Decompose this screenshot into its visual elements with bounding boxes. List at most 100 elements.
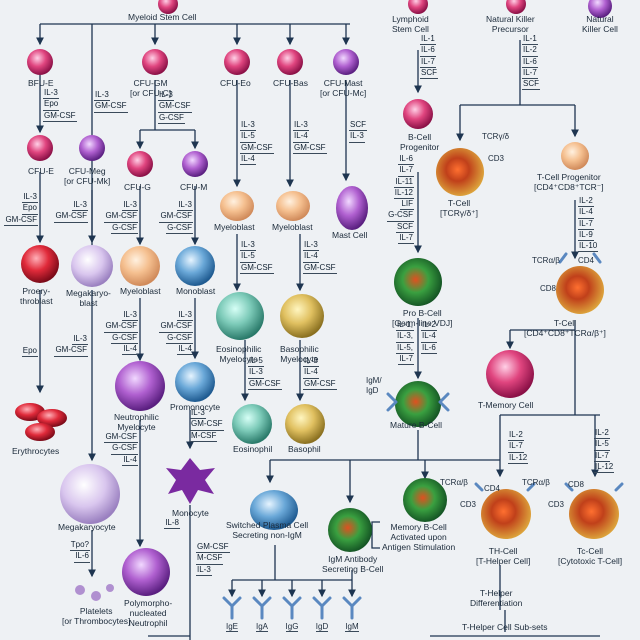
erythrocyte-icon [37,409,67,427]
t-gamma-delta-label: T-Cell[TCRγ/δ⁺] [440,198,479,218]
memory-b-icon [403,478,447,522]
th-tcr-label: TCRα/β [440,478,468,487]
nk-precursor-icon [506,0,526,14]
cd8-label: CD8 [540,284,557,293]
lymphoid-stem-cell-icon [408,0,428,14]
cfu-bas-icon [277,49,303,75]
iga-label: IgA [255,622,268,632]
basophil-icon [285,404,325,444]
factors-proery: Epo [10,346,38,358]
myeloblast-bas-icon [276,191,310,221]
myeloblast-n-label: Myeloblast [120,286,161,296]
t-memory-label: T-Memory Cell [478,400,534,410]
igm-plasma-icon [328,508,372,552]
proerythroblast-label: Proery-throblast [20,286,53,306]
tc-cd3-label: CD3 [548,500,565,509]
megakaryoblast-label: Megakaryo-blast [66,288,111,308]
t-cell-label: T-Cell[CD4⁺CD8⁺TCRα/β⁺] [524,318,606,338]
antibody-icons [222,252,624,620]
tc-cell-label: Tc-Cell[Cytotoxic T-Cell] [558,546,623,566]
platelets-label: Platelets[or Thrombocytes] [62,606,131,626]
igd-receptor-label: IgD [366,386,379,395]
platelet-icon [75,585,85,595]
proerythroblast-icon [21,245,59,283]
tcr-gd-label: TCRγ/δ [482,132,510,141]
monoblast-icon [175,246,215,286]
th-cd4-label: CD4 [484,484,501,493]
th-subsets-label: T-Helper Cell Sub-sets [462,622,548,632]
cfu-eo-label: CFU-Eo [220,78,251,88]
cfu-meg-icon [79,135,105,161]
t-progenitor-label: T-Cell Progenitor[CD4⁺CD8⁺TCR⁻] [534,172,604,192]
cfu-meg-label: CFU-Meg[or CFU-Mk] [64,166,111,186]
monocyte-label: Monocyte [172,508,209,518]
cd3-label: CD3 [488,154,505,163]
th-cell-icon [481,489,531,539]
cfu-g-icon [127,151,153,177]
erythrocytes-label: Erythrocytes [12,446,60,456]
cfu-m-label: CFU-M [180,182,208,192]
igm-label: IgM [345,622,359,632]
mast-cell-label: Mast Cell [332,230,368,240]
eosinophil-icon [232,404,272,444]
t-gamma-delta-icon [436,148,484,196]
myeloid-stem-cell-icon [158,0,178,14]
nk-cell-icon [588,0,612,18]
erythrocyte-icon [25,423,55,441]
myeloblast-n-icon [120,246,160,286]
factors-tpo: Tpo?IL-6 [60,540,90,563]
cell-bodies [15,0,619,601]
myeloblast-bas-label: Myeloblast [272,222,313,232]
pmn-icon [122,548,170,596]
promonocyte-label: Promonocyte [170,402,221,412]
switched-plasma-icon [250,490,298,530]
eos-myelocyte-icon [216,292,264,340]
pro-b-cell-icon [394,258,442,306]
factors-pro-b: IL-1,IL-3,IL-5,IL-7 [380,320,414,366]
ige-label: IgE [225,622,238,632]
igg-label: IgG [285,622,299,632]
tc-tcr-label: TCRα/β [522,478,550,487]
mature-b-label: Mature B-Cell [390,420,442,430]
basophil-label: Basophil [288,444,321,454]
cfu-bas-label: CFU-Bas [273,78,308,88]
igd-label: IgD [315,622,329,632]
promonocyte-icon [175,362,215,402]
tc-cd8-label: CD8 [568,480,585,489]
monoblast-label: Monoblast [176,286,216,296]
cfu-mast-label: CFU-Mast[or CFU-Mc] [320,78,367,98]
bfu-e-label: BFU-E [28,78,54,88]
platelet-icon [91,591,101,601]
cd4-label: CD4 [578,256,595,265]
megakaryoblast-icon [71,245,113,287]
t-progenitor-icon [561,142,589,170]
